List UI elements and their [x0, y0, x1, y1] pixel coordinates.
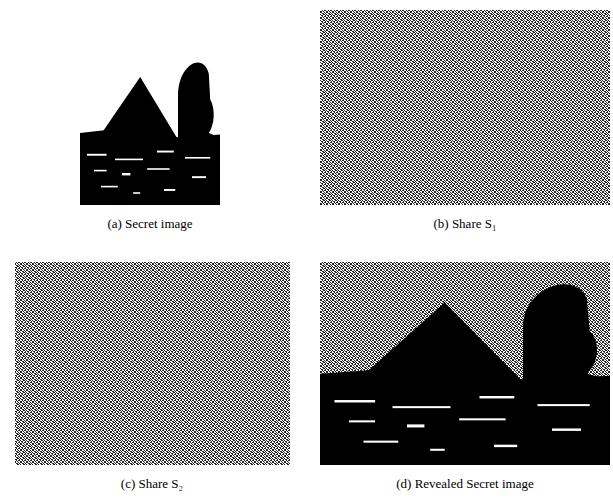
caption-c: (c) Share S₂ [119, 476, 185, 492]
revealed-image [320, 262, 610, 465]
caption-a: (a) Secret image [105, 216, 194, 232]
caption-b: (b) Share S₁ [431, 216, 498, 232]
share-one [320, 10, 610, 205]
secret-image [80, 63, 220, 205]
caption-d: (d) Revealed Secret image [394, 476, 536, 492]
share-two [15, 262, 290, 465]
